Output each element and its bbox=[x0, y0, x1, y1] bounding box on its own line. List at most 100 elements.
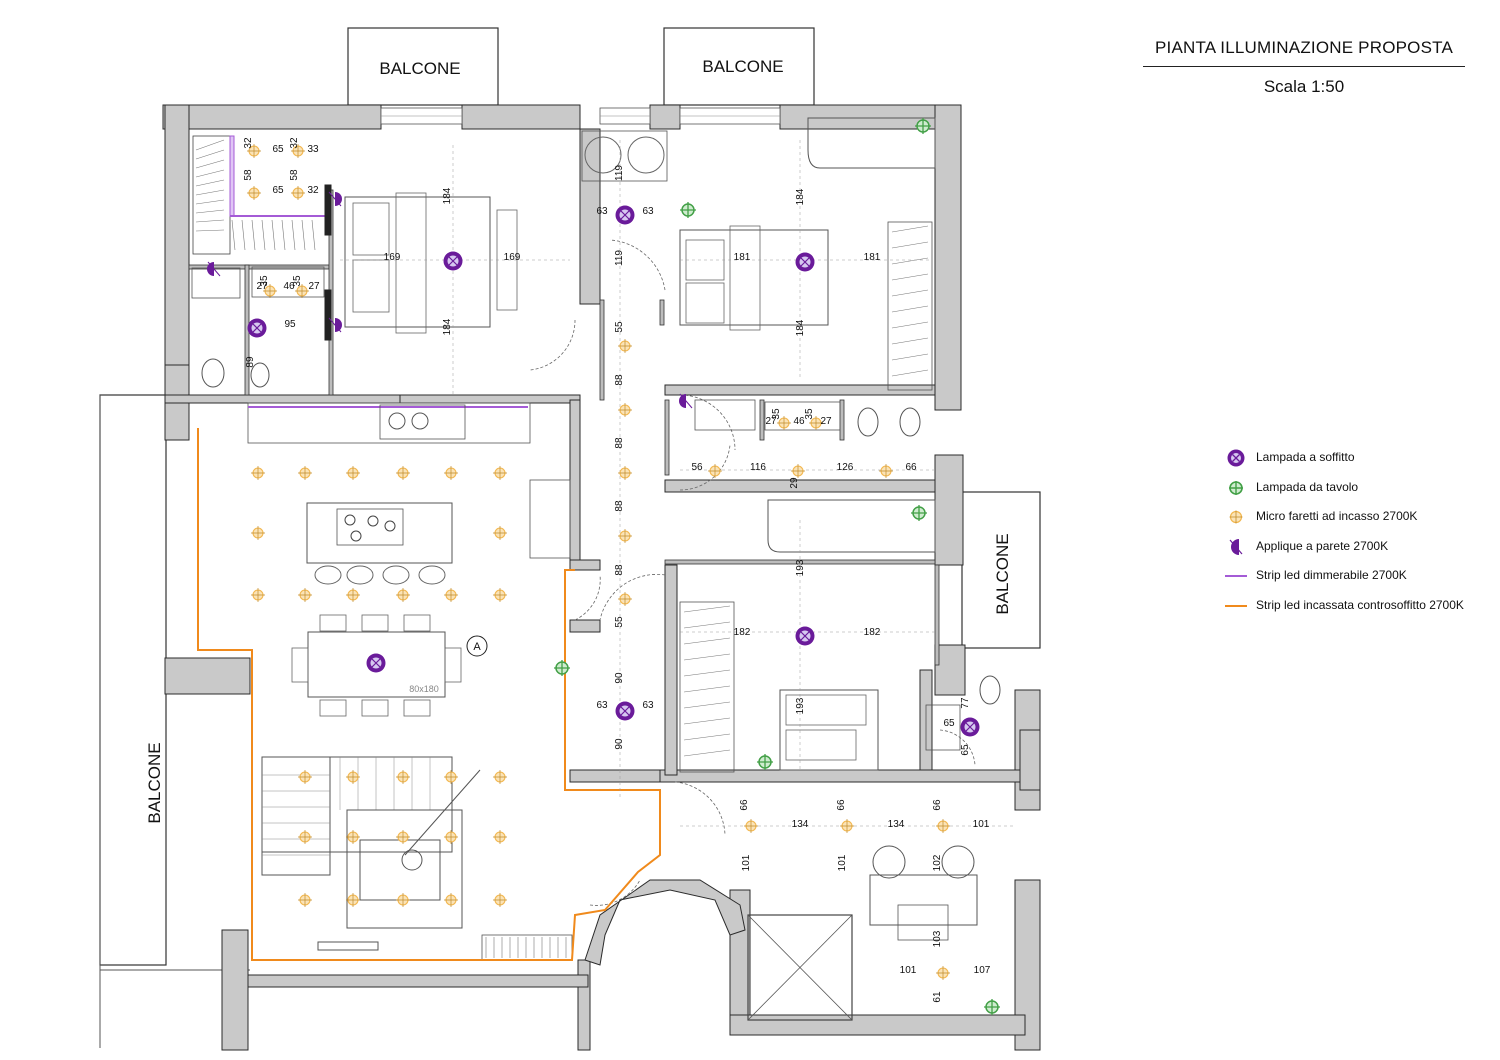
kitchen-sink bbox=[379, 404, 466, 440]
legend-item-ceiling-lamp: Lampada a soffitto bbox=[1225, 447, 1485, 477]
spotlight-cross bbox=[493, 588, 507, 602]
legend-label: Lampada da tavolo bbox=[1256, 479, 1359, 494]
legend-label: Strip led incassata controsoffitto 2700K bbox=[1256, 597, 1464, 612]
spotlight-cross bbox=[251, 466, 265, 480]
double-bed bbox=[679, 229, 829, 326]
spotlight bbox=[493, 770, 507, 784]
ceiling-lamp bbox=[615, 205, 635, 225]
wardrobe-hanger bbox=[683, 701, 731, 709]
spotlight bbox=[493, 466, 507, 480]
dimension-label: 33 bbox=[307, 144, 319, 155]
spotlight bbox=[396, 466, 410, 480]
door-swing bbox=[609, 239, 666, 291]
spotlight-cross bbox=[298, 588, 312, 602]
spotlight-cross bbox=[444, 893, 458, 907]
stool bbox=[382, 565, 410, 585]
dimension-label: 63 bbox=[596, 700, 608, 711]
toilet bbox=[201, 358, 225, 388]
wardrobe-hanger bbox=[891, 321, 929, 329]
spotlight bbox=[618, 529, 632, 543]
legend-label: Micro faretti ad incasso 2700K bbox=[1256, 509, 1418, 523]
dimension-label: 32 bbox=[307, 185, 319, 196]
wall bbox=[247, 974, 589, 988]
wall-lamp-mark bbox=[207, 261, 221, 277]
wardrobe-hanger bbox=[683, 749, 731, 757]
wardrobe-hanger bbox=[195, 219, 225, 223]
bed-cover bbox=[395, 192, 427, 334]
spotlight-cross bbox=[396, 893, 410, 907]
spotlight bbox=[444, 466, 458, 480]
wardrobe-hanger bbox=[241, 219, 246, 251]
legend-item-spotlight: Micro faretti ad incasso 2700K bbox=[1225, 506, 1485, 536]
dimension-label: 65 bbox=[272, 185, 284, 196]
wall bbox=[729, 1014, 1026, 1036]
spotlight bbox=[744, 819, 758, 833]
wall bbox=[664, 384, 936, 396]
spotlight-cross bbox=[791, 464, 805, 478]
wardrobe-hanger bbox=[891, 289, 929, 297]
wall-lamp-shade bbox=[679, 394, 686, 408]
wardrobe-hanger bbox=[683, 637, 731, 645]
dining-chair bbox=[444, 647, 462, 683]
spotlight-cross bbox=[618, 529, 632, 543]
dimension-label: 90 bbox=[614, 738, 625, 750]
wardrobe-hanger bbox=[195, 149, 225, 160]
dimension-label: 58 bbox=[289, 169, 300, 181]
wardrobe-hanger bbox=[291, 219, 296, 251]
wardrobe-rail bbox=[229, 135, 235, 217]
spotlight-cross bbox=[396, 770, 410, 784]
spotlight bbox=[346, 466, 360, 480]
dimension-label: 55 bbox=[614, 321, 625, 333]
chair bbox=[872, 845, 906, 879]
wall bbox=[649, 104, 681, 130]
spotlight-cross bbox=[298, 770, 312, 784]
wardrobe-hanger bbox=[891, 241, 929, 249]
spotlight-cross bbox=[295, 284, 309, 298]
ceiling-lamp-cross bbox=[371, 658, 381, 668]
spotlight bbox=[791, 464, 805, 478]
spotlight bbox=[298, 830, 312, 844]
dimension-label: 27 bbox=[256, 281, 268, 292]
wardrobe-hanger bbox=[271, 219, 276, 251]
tv-unit bbox=[317, 941, 379, 951]
wardrobe-hanger bbox=[195, 169, 225, 178]
legend: Lampada a soffitto Lampada da tavolo Mic… bbox=[1225, 447, 1485, 624]
ceiling-lamp bbox=[960, 717, 980, 737]
desk bbox=[767, 499, 936, 553]
dimension-label: 46 bbox=[793, 416, 805, 427]
spotlight-cross bbox=[809, 416, 823, 430]
table-lamp-cross bbox=[680, 202, 696, 218]
bidet bbox=[250, 362, 270, 388]
wardrobe-hanger bbox=[195, 159, 225, 169]
partition bbox=[759, 399, 765, 441]
partition bbox=[839, 399, 845, 441]
dimension-label: 88 bbox=[614, 374, 625, 386]
led-strip-dimmable-icon bbox=[1225, 575, 1247, 577]
table-lamp-cross bbox=[554, 660, 570, 676]
spotlight bbox=[708, 464, 722, 478]
wall-lamp-icon bbox=[1229, 538, 1243, 555]
dining-chair bbox=[403, 614, 431, 632]
wall-lamp-mark bbox=[328, 317, 342, 333]
burner bbox=[344, 514, 356, 526]
ceiling-lamp-cross bbox=[252, 323, 262, 333]
spotlight-cross bbox=[618, 339, 632, 353]
door-swing bbox=[674, 781, 726, 836]
dimension-label: 63 bbox=[642, 700, 654, 711]
plan-scale: Scala 1:50 bbox=[1263, 77, 1345, 96]
wall-lamp-mark bbox=[328, 191, 342, 207]
spotlight bbox=[618, 403, 632, 417]
pillow bbox=[352, 202, 390, 256]
wall bbox=[162, 104, 382, 130]
spotlight bbox=[346, 893, 360, 907]
wardrobe-hanger bbox=[195, 199, 225, 205]
spotlight bbox=[493, 588, 507, 602]
balcony-label: BALCONE bbox=[145, 742, 164, 823]
spotlight bbox=[493, 830, 507, 844]
wardrobe-hanger bbox=[195, 139, 225, 151]
wardrobe-hanger bbox=[891, 257, 929, 265]
spotlight-cross bbox=[493, 893, 507, 907]
spotlight-cross bbox=[744, 819, 758, 833]
partition bbox=[659, 299, 665, 326]
dimension-label: 184 bbox=[795, 319, 806, 336]
